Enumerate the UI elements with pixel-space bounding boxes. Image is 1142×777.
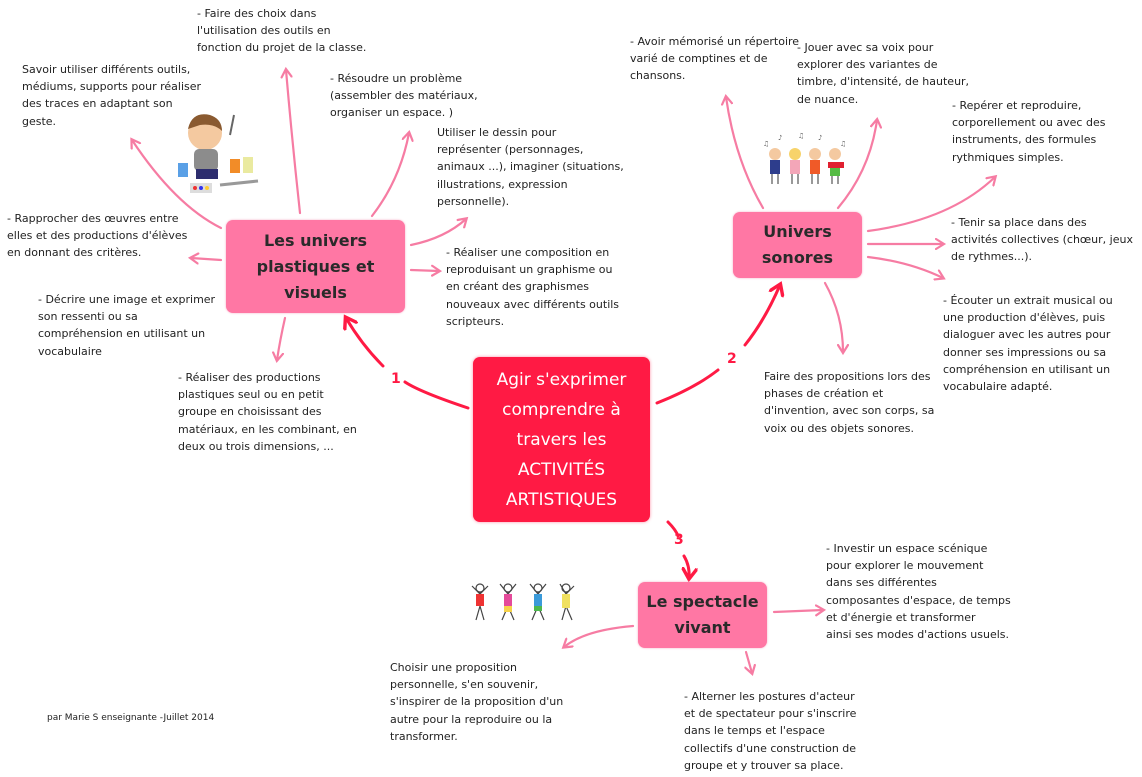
link-center-branch-1: [346, 318, 470, 410]
link-b1-choix: [286, 70, 302, 215]
leaf-faire-propositions: Faire des propositions lors des phases d…: [764, 370, 935, 435]
link-b1-rapprocher: [191, 258, 223, 260]
branch-node-univers-sonores[interactable]: Univers sonores: [733, 212, 862, 278]
svg-text:♪: ♪: [818, 134, 822, 142]
leaf-choix-outils: - Faire des choix dans l'utilisation des…: [197, 7, 367, 55]
svg-text:♫: ♫: [798, 132, 804, 140]
branch-node-spectacle-vivant[interactable]: Le spectacle vivant: [638, 582, 767, 648]
branch-node-arts-plastiques[interactable]: Les univers plastiques et visuels: [226, 220, 405, 313]
leaf-realiser-productions: - Réaliser des productions plastiques se…: [178, 371, 357, 453]
link-b2-voix: [836, 120, 877, 210]
dancers-illustration: [471, 583, 575, 621]
leaf-utiliser-dessin: Utiliser le dessin pour représenter (per…: [437, 126, 624, 208]
link-b1-productions: [277, 316, 287, 360]
leaf-resoudre-probleme: - Résoudre un problème (assembler des ma…: [330, 72, 478, 120]
link-b2-reperer: [866, 177, 995, 233]
leaf-ecouter-extrait: - Écouter un extrait musical ou une prod…: [943, 294, 1113, 394]
branch-number-3: 3: [674, 532, 684, 548]
leaf-rapprocher-oeuvres: - Rapprocher des œuvres entre elles et d…: [7, 212, 188, 260]
leaf-investir-espace: - Investir un espace scénique pour explo…: [826, 542, 1011, 642]
leaf-tenir-place: - Tenir sa place dans des activités coll…: [951, 216, 1133, 264]
leaf-choisir-proposition: Choisir une proposition personnelle, s'e…: [390, 661, 564, 743]
leaf-reperer-reproduire: - Repérer et reproduire, corporellement …: [952, 99, 1106, 164]
link-b1-dessin: [409, 219, 466, 247]
leaf-jouer-voix: - Jouer avec sa voix pour explorer des v…: [797, 41, 970, 106]
link-b2-ecouter: [866, 255, 943, 278]
link-b3-investir: [772, 610, 823, 612]
branch-number-2: 2: [727, 351, 737, 367]
link-b3-choisir: [564, 624, 635, 647]
central-node[interactable]: Agir s'exprimer comprendre à travers les…: [473, 357, 650, 522]
leaf-memoriser-repertoire: - Avoir mémorisé un répertoire varié de …: [630, 35, 800, 83]
link-b1-savoir: [132, 140, 223, 230]
link-b2-propositions: [823, 281, 843, 352]
leaf-realiser-composition: - Réaliser une composition en reproduisa…: [446, 246, 620, 328]
link-b2-memoriser: [726, 97, 765, 210]
link-b1-resoudre: [370, 133, 409, 218]
svg-text:♪: ♪: [778, 134, 782, 142]
leaf-alterner-postures: - Alterner les postures d'acteur et de s…: [684, 690, 857, 772]
musicians-illustration: ♫ ♪ ♫ ♪ ♫: [763, 132, 846, 184]
svg-text:♫: ♫: [763, 140, 769, 148]
child-painting-illustration: [178, 114, 259, 193]
author-credit: par Marie S enseignante -Juillet 2014: [47, 713, 215, 723]
svg-text:♫: ♫: [840, 140, 846, 148]
leaf-savoir-utiliser: Savoir utiliser différents outils, médiu…: [22, 63, 202, 128]
link-b3-alterner: [746, 650, 752, 673]
link-b1-composition: [409, 270, 439, 271]
link-center-branch-2: [655, 285, 780, 405]
branch-number-1: 1: [391, 371, 401, 387]
link-center-branch-3: [666, 520, 689, 578]
leaf-decrire-image: - Décrire une image et exprimer son ress…: [38, 293, 216, 358]
